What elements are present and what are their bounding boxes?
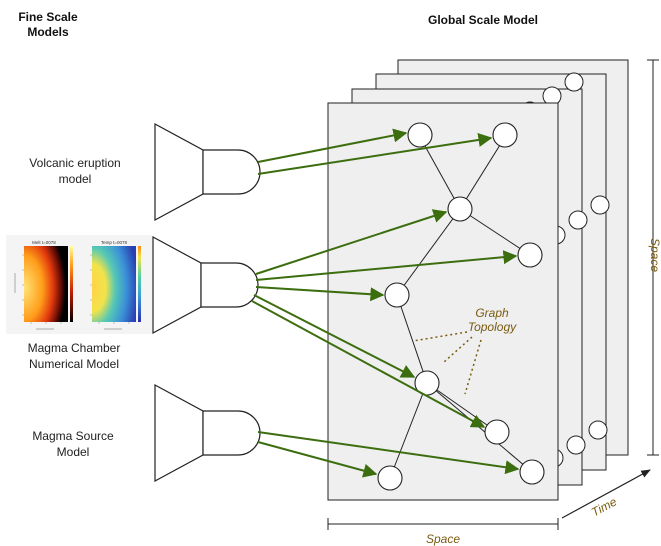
panel-node: [542, 86, 562, 106]
panel-node: [564, 72, 584, 92]
coupling-arrow: [253, 294, 416, 378]
topology-pointers: [412, 331, 482, 395]
coupling-arrow: [257, 431, 520, 475]
graph-node: [492, 122, 518, 148]
thumb-right-title: Temp t=0078: [101, 240, 128, 245]
panel-node: [590, 195, 610, 215]
fine-scale-heading: Fine Scale Models: [18, 10, 78, 39]
time-panel-stack: [327, 59, 629, 501]
volcanic-eruption-label: Volcanic eruption model: [29, 156, 121, 186]
coupling-arrows: [251, 128, 520, 478]
magma-chamber-model-icon: [152, 235, 259, 335]
magma-source-label: Magma Source Model: [32, 429, 114, 459]
magma-chamber-thumbnail: Melt t=0078 Temp t=0078: [6, 235, 152, 334]
graph-node: [519, 459, 545, 485]
coupling-arrow: [257, 133, 493, 175]
thumb-ticks: [22, 254, 130, 324]
global-scale-heading: Global Scale Model: [427, 13, 539, 27]
coupling-arrow: [255, 286, 385, 302]
space-axis-right: [647, 59, 659, 456]
panel-node: [588, 420, 608, 440]
time-panel-1: [327, 102, 559, 501]
space-axis-bottom: [327, 518, 559, 530]
temperature-colorbar: [138, 246, 141, 322]
magma-source-model-icon: [154, 383, 261, 483]
graph-topology-label: Graph Topology: [467, 306, 517, 334]
melt-heatmap: [24, 246, 68, 322]
graph-node: [377, 465, 403, 491]
panel-node: [568, 210, 588, 230]
panel-node: [566, 435, 586, 455]
graph-node: [517, 242, 543, 268]
temperature-heatmap: [92, 246, 136, 322]
time-axis-arrow: [561, 469, 651, 519]
model-icons: [152, 122, 261, 483]
graph-nodes: [377, 122, 545, 491]
space-bottom-label: Space: [425, 532, 461, 546]
graph-node: [447, 196, 473, 222]
graph-node: [484, 419, 510, 445]
coupling-arrow: [251, 300, 486, 428]
coupling-arrow: [255, 209, 448, 275]
thumb-xlabel-mark: [36, 328, 54, 330]
coupling-arrow: [257, 128, 408, 163]
graph-node: [384, 282, 410, 308]
melt-colorbar: [70, 246, 73, 322]
volcanic-eruption-model-icon: [154, 122, 261, 222]
thumb-left-title: Melt t=0078: [32, 240, 56, 245]
coupling-arrow: [257, 441, 378, 478]
thumb-ylabel-mark: [14, 273, 16, 293]
thumbnail-plots: Melt t=0078 Temp t=0078: [14, 240, 141, 330]
coupling-arrow: [255, 250, 518, 281]
space-right-label: Space: [648, 237, 661, 273]
graph-node: [407, 122, 433, 148]
thumb-xlabel-mark: [104, 328, 122, 330]
magma-chamber-label: Magma Chamber Numerical Model: [27, 341, 121, 371]
